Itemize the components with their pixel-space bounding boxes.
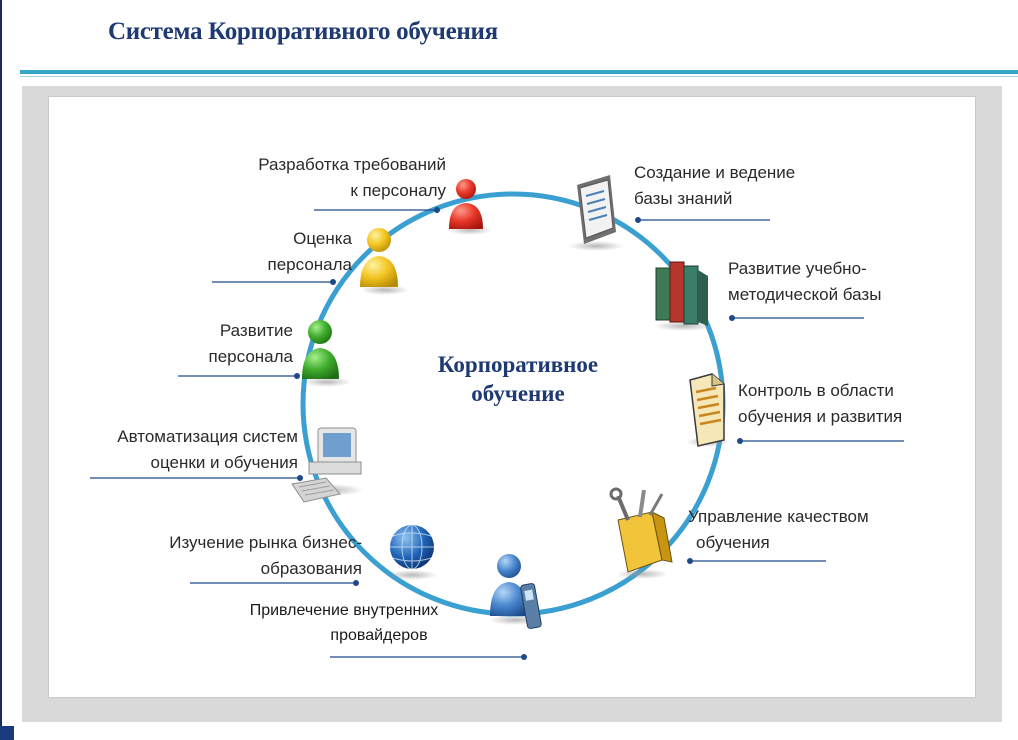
label-development: Развитие персонала bbox=[180, 318, 293, 370]
label-automation-line1: Автоматизация систем bbox=[117, 427, 298, 446]
person-green-icon bbox=[302, 320, 351, 387]
label-development-line1: Развитие bbox=[219, 321, 293, 340]
label-market: Изучение рынка бизнес- образования bbox=[120, 530, 362, 582]
label-methodology-line2: методической базы bbox=[728, 285, 882, 304]
label-assessment-line2: персонала bbox=[267, 255, 352, 274]
label-methodology-line1: Развитие учебно- bbox=[728, 259, 867, 278]
books-icon bbox=[654, 261, 714, 331]
label-knowledge: Создание и ведение базы знаний bbox=[634, 160, 795, 212]
label-quality-line1: Управление качеством bbox=[688, 507, 869, 526]
label-providers: Привлечение внутренних провайдеров bbox=[226, 598, 462, 648]
label-knowledge-line1: Создание и ведение bbox=[634, 163, 796, 182]
corner-square-marker bbox=[0, 726, 14, 740]
label-knowledge-line2: базы знаний bbox=[634, 189, 733, 208]
label-assessment: Оценка персонала bbox=[220, 226, 352, 278]
label-quality: Управление качеством обучения bbox=[688, 504, 869, 556]
label-market-line2: образования bbox=[260, 559, 362, 578]
label-control-line2: обучения и развития bbox=[738, 407, 903, 426]
title-underline bbox=[20, 70, 1018, 74]
label-methodology: Развитие учебно- методической базы bbox=[728, 256, 881, 308]
tools-icon bbox=[609, 487, 673, 579]
label-requirements: Разработка требований к персоналу bbox=[212, 152, 446, 204]
person-red-icon bbox=[448, 179, 492, 235]
label-requirements-line2: к персоналу bbox=[350, 181, 446, 200]
computer-icon bbox=[291, 427, 364, 503]
globe-icon bbox=[386, 524, 438, 580]
label-providers-line1: Привлечение внутренних bbox=[249, 602, 439, 619]
center-title-line1: Корпоративное bbox=[437, 352, 599, 377]
label-automation: Автоматизация систем оценки и обучения bbox=[70, 424, 298, 476]
document-icon bbox=[686, 373, 730, 447]
label-assessment-line1: Оценка bbox=[293, 229, 352, 248]
title-underline-thin bbox=[20, 76, 1018, 77]
label-automation-line2: оценки и обучения bbox=[150, 453, 298, 472]
center-title: Корпоративное обучение bbox=[392, 350, 644, 408]
label-providers-line2: провайдеров bbox=[330, 627, 428, 644]
label-market-line1: Изучение рынка бизнес- bbox=[169, 533, 362, 552]
person-phone-icon bbox=[489, 554, 542, 629]
label-control: Контроль в области обучения и развития bbox=[738, 378, 902, 430]
slide-title: Система Корпоративного обучения bbox=[108, 18, 498, 45]
person-yellow-icon bbox=[360, 228, 409, 295]
left-edge-border bbox=[0, 0, 2, 740]
label-development-line2: персонала bbox=[208, 347, 293, 366]
document-screen-icon bbox=[568, 175, 624, 251]
label-control-line1: Контроль в области bbox=[738, 381, 894, 400]
label-quality-line2: обучения bbox=[696, 533, 770, 552]
label-requirements-line1: Разработка требований bbox=[258, 155, 446, 174]
center-title-line2: обучение bbox=[471, 381, 565, 406]
leader-lines bbox=[90, 207, 904, 660]
